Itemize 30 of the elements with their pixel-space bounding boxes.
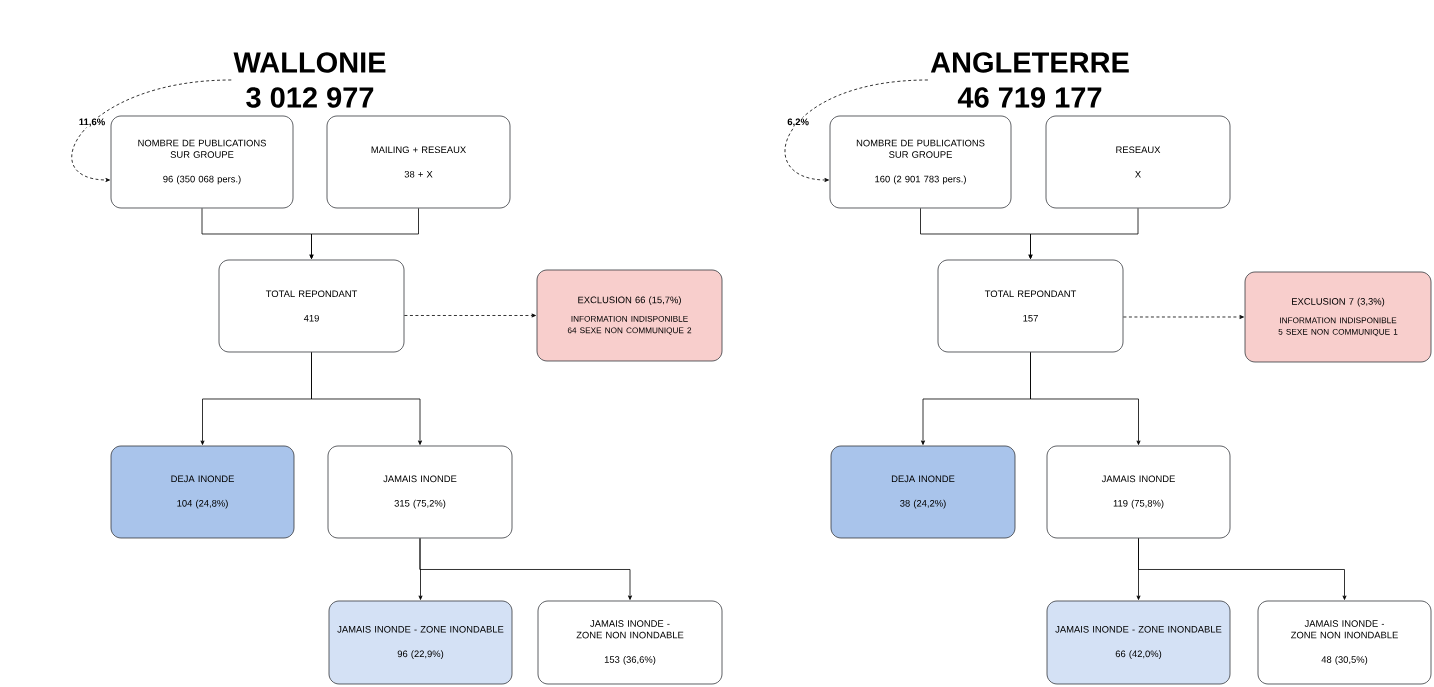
process-box: NOMBRE DE PUBLICATIONS SUR GROUPE 96 (350 068 pers.) bbox=[110, 115, 294, 209]
arrow bbox=[1030, 352, 1141, 445]
process-box: EXCLUSION 7 (3,3%) INFORMATION INDISPONIBLE 5 SEXE NON COMMUNIQUE 1 bbox=[1244, 271, 1432, 363]
arrow bbox=[1123, 315, 1244, 319]
process-box: MAILING + RESEAUX 38 + X bbox=[326, 115, 511, 209]
title-text: WALLONIE 3 012 977 bbox=[233, 52, 386, 108]
process-box: TOTAL REPONDANT 157 bbox=[937, 259, 1124, 353]
arrow bbox=[311, 352, 422, 445]
arrow bbox=[71, 79, 232, 182]
process-box: TOTAL REPONDANT 419 bbox=[218, 259, 405, 353]
arrow bbox=[1028, 208, 1139, 259]
arrow bbox=[1138, 538, 1347, 600]
arrow bbox=[309, 208, 419, 259]
process-box: DEJA INONDE 104 (24,8%) bbox=[110, 445, 295, 539]
edge-label: 6,2% bbox=[786, 117, 810, 128]
process-box: RESEAUX X bbox=[1045, 115, 1231, 209]
process-box: EXCLUSION 66 (15,7%) INFORMATION INDISPONIBLE 64 SEXE NON COMMUNIQUE 2 bbox=[536, 269, 723, 362]
process-box: NOMBRE DE PUBLICATIONS SUR GROUPE 160 (2 901 783 pers.) bbox=[829, 115, 1012, 209]
arrow bbox=[419, 538, 632, 600]
process-box: JAMAIS INONDE - ZONE NON INONDABLE 48 (30,5%) bbox=[1257, 600, 1432, 685]
title-text: ANGLETERRE 46 719 177 bbox=[930, 52, 1129, 108]
process-box: JAMAIS INONDE - ZONE INONDABLE 66 (42,0%) bbox=[1046, 600, 1231, 685]
arrow bbox=[404, 313, 536, 318]
edge-label: 11,6% bbox=[77, 117, 107, 128]
process-box: JAMAIS INONDE 315 (75,2%) bbox=[327, 445, 513, 539]
arrow bbox=[784, 79, 929, 182]
process-box: JAMAIS INONDE - ZONE INONDABLE 96 (22,9%) bbox=[328, 600, 513, 685]
process-box: JAMAIS INONDE 119 (75,8%) bbox=[1046, 445, 1231, 539]
process-box: DEJA INONDE 38 (24,2%) bbox=[830, 445, 1016, 539]
process-box: JAMAIS INONDE - ZONE NON INONDABLE 153 (36,6%) bbox=[537, 600, 723, 685]
